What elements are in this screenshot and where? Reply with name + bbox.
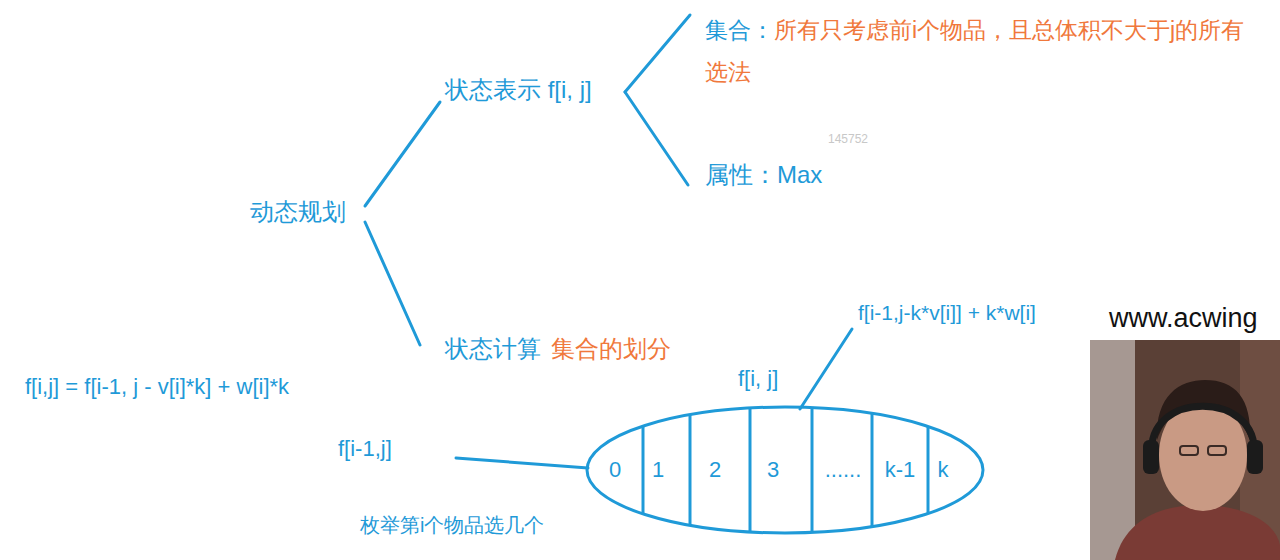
choice-count: 1 <box>652 459 664 481</box>
webcam-glasses <box>1180 446 1198 455</box>
choice-count: k-1 <box>885 459 916 481</box>
branch-line <box>625 15 690 92</box>
formula: f[i,j] = f[i-1, j - v[i]*k] + w[i]*k <box>25 374 289 400</box>
branch-topic: 状态计算 <box>445 335 541 362</box>
set-definition: 集合：所有只考虑前i个物品，且总体积不大于j的所有选法 <box>705 9 1260 93</box>
choice-ellipse: 0 1 2 3...... k-1 k <box>585 405 985 535</box>
annotation: 枚举第i个物品选几个 <box>360 513 544 537</box>
cell-divider <box>642 426 645 514</box>
partition-note: 集合的划分 <box>551 335 671 362</box>
branch-line <box>365 222 420 345</box>
set-body: 所有只考虑前i个物品，且总体积不大于j的所有选法 <box>705 17 1244 85</box>
root-topic: 动态规划 <box>250 198 346 227</box>
leader-line <box>456 458 588 468</box>
webcam-picture <box>1090 340 1280 560</box>
subset-label: f[i-1,j] <box>338 436 392 462</box>
set-heading: 集合： <box>705 17 774 43</box>
branch-topic: 状态表示 f[i, j] <box>445 76 592 105</box>
choice-count: 0 <box>609 459 621 481</box>
watermark-number: 145752 <box>828 132 868 146</box>
cell-divider <box>927 426 930 513</box>
leader-line <box>800 329 852 409</box>
choice-count: 3 <box>767 459 779 481</box>
ellipse-border <box>587 407 983 533</box>
webcam-glasses <box>1208 446 1226 455</box>
webcam-shirt <box>1115 505 1280 560</box>
choice-count: ...... <box>825 459 862 481</box>
choice-count: k <box>938 459 949 481</box>
cell-divider <box>689 415 692 526</box>
webcam-frame <box>1090 340 1280 560</box>
cell-divider <box>811 408 814 533</box>
branch-line <box>365 102 440 206</box>
ellipse-outline <box>585 405 985 535</box>
cell-divider <box>749 408 752 532</box>
choice-count: 2 <box>709 459 721 481</box>
webcam-headphones <box>1152 406 1255 455</box>
webcam-hair <box>1157 380 1250 440</box>
calc-heading: 状态计算集合的划分 <box>445 334 765 364</box>
subset-formula: f[i-1,j-k*v[i]] + k*w[i] <box>858 300 1036 325</box>
webcam-headphones <box>1143 440 1159 474</box>
cell-divider <box>871 413 874 526</box>
set-label: f[i, j] <box>738 366 778 392</box>
branch-line <box>625 92 688 185</box>
attribute-text: 属性：Max <box>705 161 822 190</box>
webcam-wall <box>1090 340 1135 560</box>
watermark-site: www.acwing <box>1106 302 1261 334</box>
webcam-headphones <box>1247 440 1263 474</box>
